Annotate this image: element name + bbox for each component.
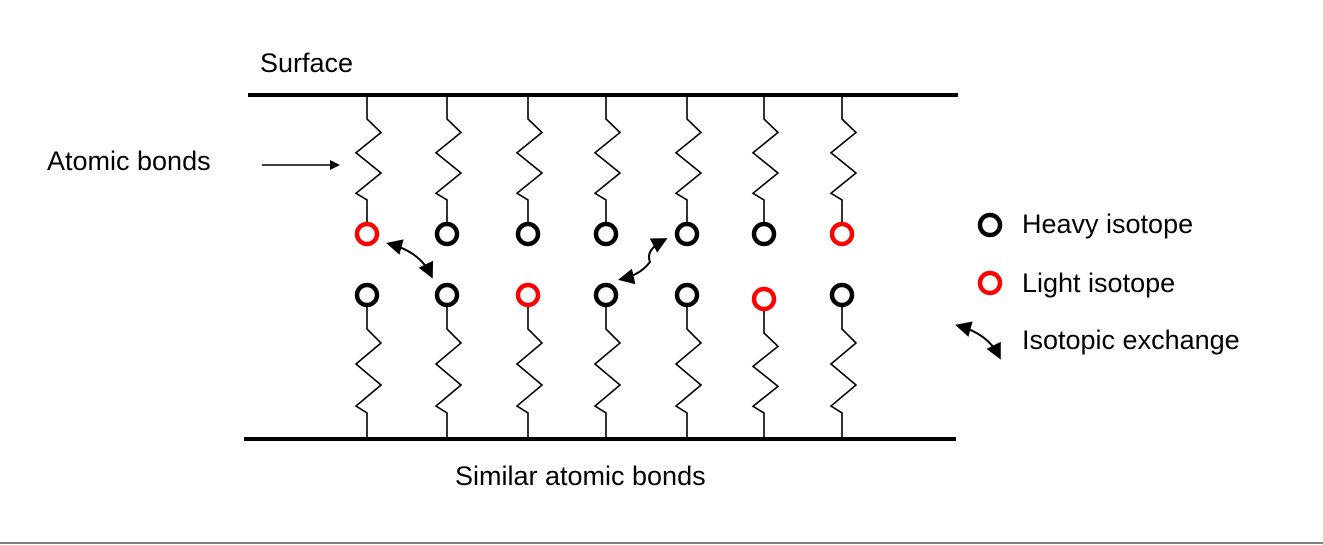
red-circle-icon	[977, 270, 1003, 296]
top-bond-spring	[593, 97, 622, 224]
heavy-isotope-atom	[674, 221, 700, 247]
light-isotope-atom	[515, 282, 541, 308]
curved-double-arrow-icon	[955, 321, 1001, 360]
heavy-isotope-atom	[515, 221, 541, 247]
legend-heavy-label: Heavy isotope	[1022, 209, 1194, 239]
bottom-bond-spring	[829, 307, 858, 437]
light-isotope-atom	[354, 221, 380, 247]
bottom-bond-spring	[674, 307, 703, 437]
heavy-isotope-atom	[674, 282, 700, 308]
top-bond-spring	[674, 97, 703, 224]
atomic-bonds-label: Atomic bonds	[47, 146, 211, 176]
similar-atomic-bonds-label: Similar atomic bonds	[455, 461, 706, 491]
bottom-bond-spring	[515, 307, 544, 437]
bottom-bond-spring	[354, 307, 383, 437]
surface-label: Surface	[260, 48, 354, 78]
heavy-isotope-atom	[829, 282, 855, 308]
legend-light-label: Light isotope	[1022, 268, 1176, 298]
exchange-arrow-2	[618, 238, 668, 285]
bottom-bond-spring	[751, 311, 780, 437]
light-isotope-atom	[751, 286, 777, 312]
black-circle-icon	[977, 212, 1003, 238]
bottom-bond-spring	[593, 307, 622, 437]
top-bond-spring	[751, 97, 780, 224]
exchange-arrow-1	[386, 239, 434, 279]
top-bond-spring	[829, 97, 858, 224]
bottom-bond-spring	[434, 307, 463, 437]
heavy-isotope-atom	[593, 221, 619, 247]
top-bond-spring	[354, 97, 383, 224]
heavy-isotope-atom	[434, 282, 460, 308]
heavy-isotope-atom	[434, 221, 460, 247]
heavy-isotope-atom	[354, 282, 380, 308]
top-bond-spring	[515, 97, 544, 224]
light-isotope-atom	[829, 221, 855, 247]
heavy-isotope-atom	[751, 221, 777, 247]
top-bond-spring	[434, 97, 463, 224]
legend-exchange-label: Isotopic exchange	[1022, 325, 1240, 355]
heavy-isotope-atom	[593, 282, 619, 308]
